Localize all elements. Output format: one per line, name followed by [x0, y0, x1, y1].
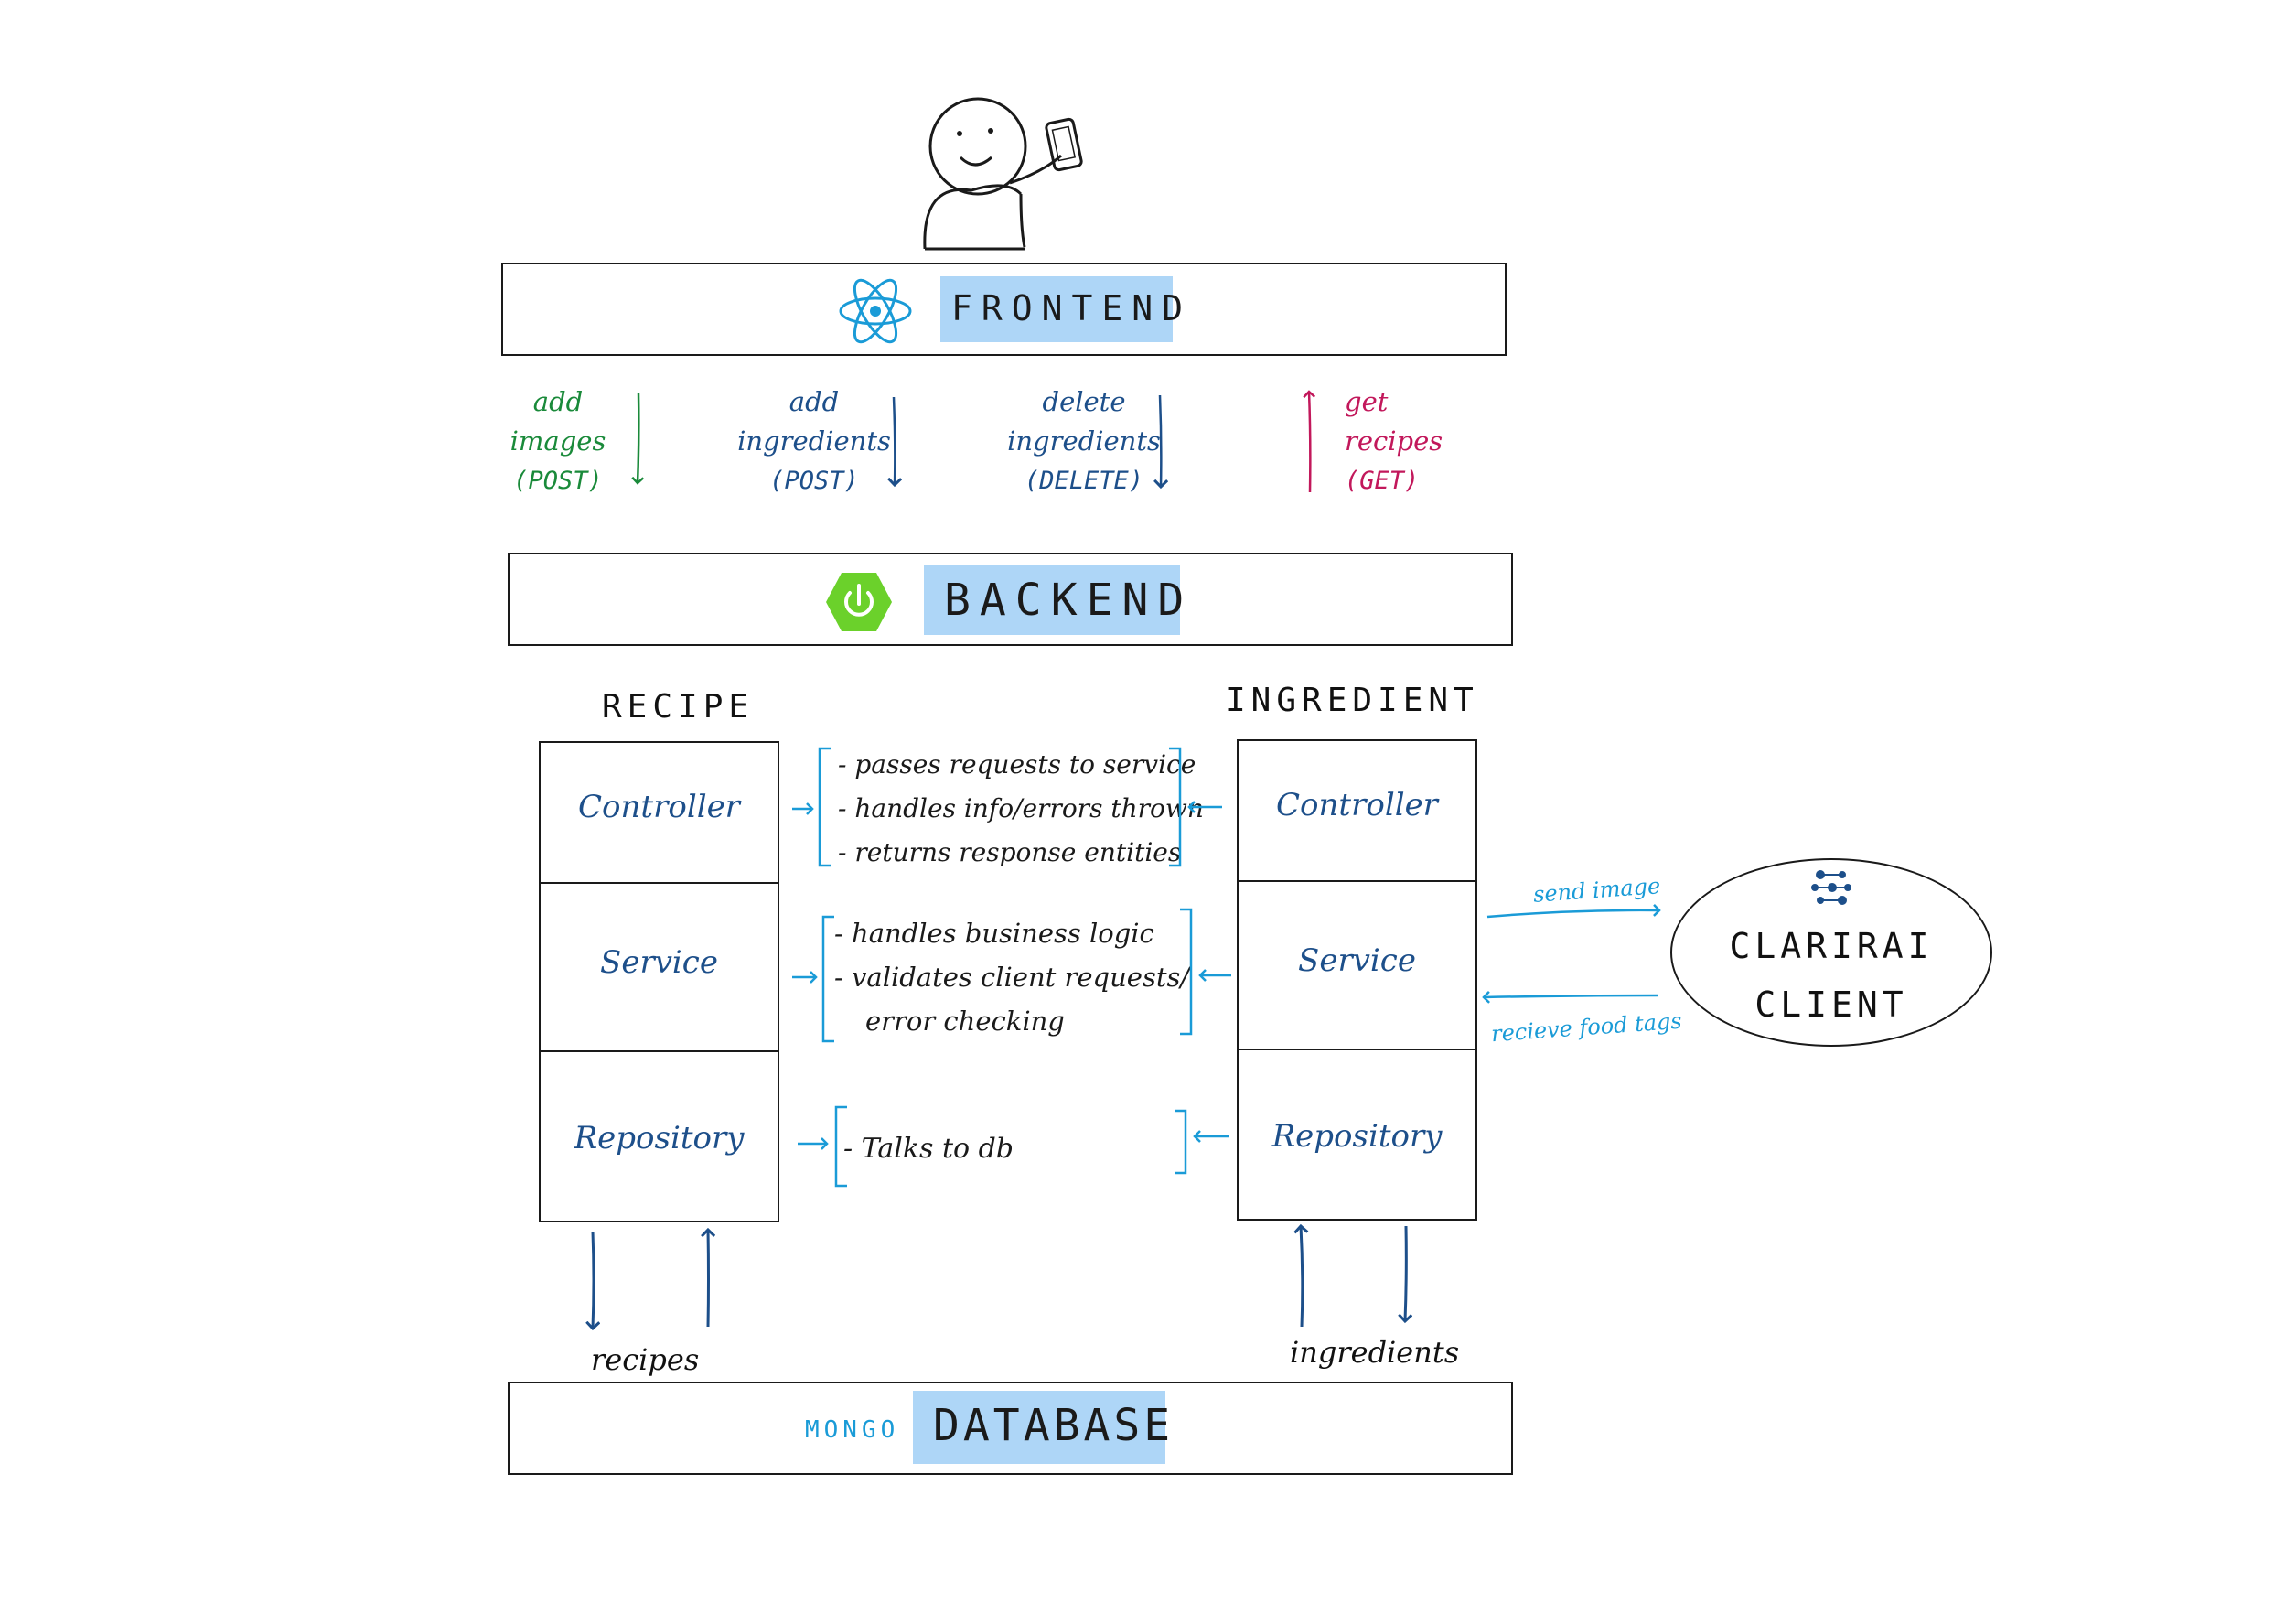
ingredient-controller-cell: Controller [1237, 739, 1477, 882]
database-title: DATABASE [933, 1400, 1175, 1451]
clarifai-line1: CLARIRAI [1729, 926, 1934, 966]
arrow-add-ingredients [894, 396, 895, 485]
spring-power-icon [826, 573, 892, 631]
repository-notes: - Talks to db [843, 1133, 1014, 1165]
repository-left-bracket [834, 1105, 847, 1188]
arrow-recipe-to-db [593, 1231, 594, 1329]
clarifai-line2: CLIENT [1754, 984, 1908, 1025]
arrow-delete-ingredients [1160, 394, 1161, 487]
clarifai-client [1670, 858, 1992, 1047]
ingredient-title: INGREDIENT [1226, 682, 1479, 719]
recipe-service-cell: Service [539, 882, 779, 1052]
arrow-db-to-ingredient [1301, 1226, 1303, 1328]
service-left-bracket [821, 915, 834, 1043]
service-notes: - handles business logic - validates cli… [834, 918, 1190, 1037]
recipes-db-label: recipes [591, 1342, 700, 1377]
recipe-controller-cell: Controller [539, 741, 779, 884]
ingredients-db-label: ingredients [1290, 1335, 1460, 1370]
controller-left-bracket [818, 747, 831, 867]
react-icon [839, 278, 912, 344]
arrow-receive-tags [1482, 991, 1658, 1004]
database-prefix: MONGO [805, 1416, 900, 1444]
request-delete-ingredients: delete ingredients (DELETE) [1007, 386, 1161, 495]
request-get-recipes: get recipes (GET) [1345, 386, 1443, 495]
service-right-bracket [1180, 908, 1193, 1036]
arrow-db-to-recipe [708, 1230, 709, 1328]
arrow-ingredient-to-db [1405, 1225, 1406, 1321]
database-title-highlight [913, 1391, 1165, 1464]
backend-title-highlight [924, 565, 1180, 635]
phone-icon [1045, 117, 1083, 172]
recipe-title: RECIPE [602, 688, 755, 726]
clarifai-logo-icon [1811, 870, 1851, 905]
ingredient-service-cell: Service [1237, 880, 1477, 1050]
ingredient-repository-cell: Repository [1237, 1049, 1477, 1221]
arrow-send-image [1486, 904, 1661, 919]
controller-right-bracket [1169, 747, 1182, 867]
repository-right-bracket [1175, 1109, 1187, 1175]
arrow-get-recipes [1303, 390, 1316, 493]
request-add-images: add images (POST) [510, 386, 606, 495]
request-add-ingredients: add ingredients (POST) [737, 386, 891, 495]
backend-title: BACKEND [944, 575, 1194, 626]
frontend-title-highlight [940, 276, 1173, 342]
frontend-title: FRONTEND [951, 288, 1193, 328]
controller-notes: - passes requests to service - handles i… [838, 749, 1204, 867]
recipe-repository-cell: Repository [539, 1050, 779, 1222]
